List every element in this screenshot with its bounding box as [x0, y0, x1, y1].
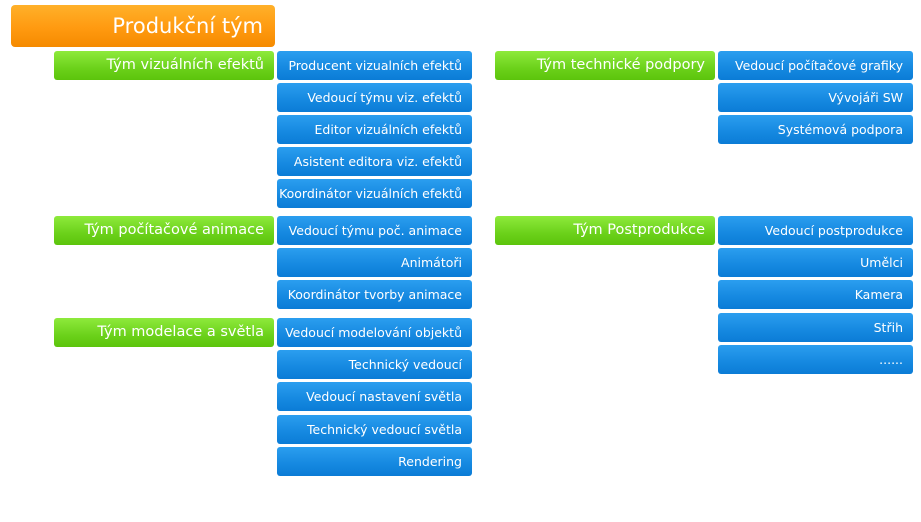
role-rendering: Rendering: [277, 447, 472, 476]
role-system-support: Systémová podpora: [718, 115, 913, 144]
role-cg-lead: Vedoucí počítačové grafiky: [718, 51, 913, 80]
team-vfx: Tým vizuálních efektů: [54, 51, 274, 80]
role-artists: Umělci: [718, 248, 913, 277]
role-vfx-assistant-editor: Asistent editora viz. efektů: [277, 147, 472, 176]
team-modeling-lighting: Tým modelace a světla: [54, 318, 274, 347]
role-animation-coordinator: Koordinátor tvorby animace: [277, 280, 472, 309]
role-lighting-lead: Vedoucí nastavení světla: [277, 382, 472, 411]
team-technical-support: Tým technické podpory: [495, 51, 715, 80]
role-vfx-coordinator: Koordinátor vizuálních efektů: [277, 179, 472, 208]
role-editing: Střih: [718, 313, 913, 342]
role-vfx-editor: Editor vizuálních efektů: [277, 115, 472, 144]
team-postproduction: Tým Postprodukce: [495, 216, 715, 245]
role-lighting-technical-lead: Technický vedoucí světla: [277, 415, 472, 444]
role-camera: Kamera: [718, 280, 913, 309]
role-more: ......: [718, 345, 913, 374]
role-modeling-lead: Vedoucí modelování objektů: [277, 318, 472, 347]
role-technical-lead: Technický vedoucí: [277, 350, 472, 379]
role-postproduction-lead: Vedoucí postprodukce: [718, 216, 913, 245]
team-animation: Tým počítačové animace: [54, 216, 274, 245]
role-vfx-team-lead: Vedoucí týmu viz. efektů: [277, 83, 472, 112]
role-sw-developers: Vývojáři SW: [718, 83, 913, 112]
role-animation-lead: Vedoucí týmu poč. animace: [277, 216, 472, 245]
role-vfx-producer: Producent vizualních efektů: [277, 51, 472, 80]
page-title: Produkční tým: [11, 5, 275, 47]
role-animators: Animátoři: [277, 248, 472, 277]
